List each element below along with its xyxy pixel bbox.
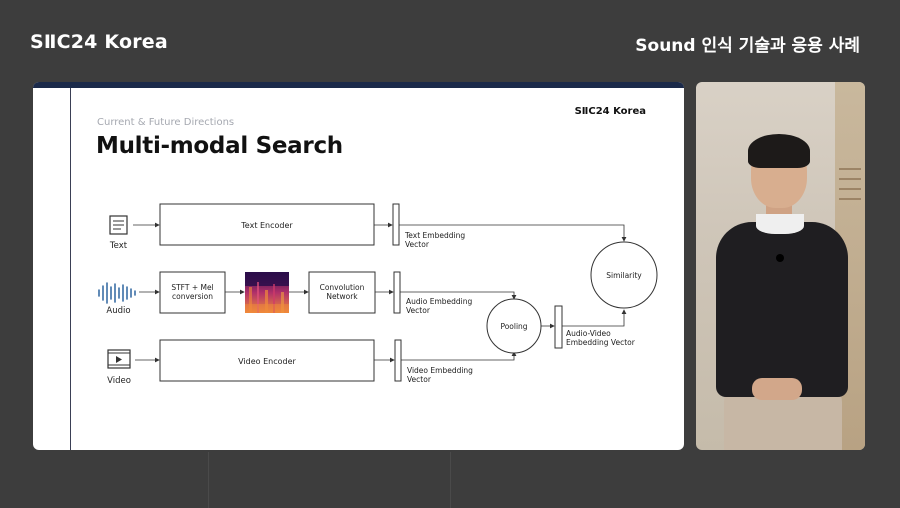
stft-label-1: STFT + Mel — [171, 283, 213, 292]
text-encoder-box — [159, 203, 375, 246]
slide-brand-logo: SⅡC24 Korea — [574, 106, 646, 117]
video-encoder-box — [159, 339, 375, 382]
stft-box — [159, 271, 226, 314]
conv-label-2: Network — [326, 292, 358, 301]
slide-title: Multi-modal Search — [96, 133, 343, 159]
text-embedding-label-2: Vector — [405, 240, 430, 249]
background-line — [208, 452, 209, 508]
audio-embedding-label-2: Vector — [406, 306, 431, 315]
speaker-hands — [752, 378, 802, 400]
video-embedding-label-2: Vector — [407, 375, 432, 384]
pooling-label: Pooling — [500, 322, 527, 331]
similarity-label: Similarity — [606, 271, 642, 280]
waveform-icon — [98, 282, 136, 304]
arrow-av-to-similarity — [562, 309, 627, 327]
convolution-network-box — [308, 271, 376, 314]
spectrogram-image — [245, 272, 289, 313]
speaker-collar — [756, 214, 804, 234]
video-encoder-label: Video Encoder — [238, 357, 296, 366]
video-embedding-vector — [394, 339, 402, 382]
arrow-audio-to-pooling — [400, 291, 517, 300]
stft-label-2: conversion — [172, 292, 213, 301]
speaker-video — [696, 82, 865, 450]
multimodal-diagram: Text Audio Video Text Encoder Text Embed… — [98, 203, 658, 386]
background-shelf — [839, 178, 861, 180]
text-encoder-label: Text Encoder — [240, 221, 293, 230]
text-embedding-vector — [392, 203, 400, 246]
speaker-hair — [748, 134, 810, 168]
lapel-mic-icon — [776, 254, 784, 262]
background-shelf — [839, 168, 861, 170]
arrow-text-to-similarity — [399, 224, 627, 242]
similarity-node — [590, 241, 658, 309]
slide-top-bar — [33, 82, 684, 88]
slide-subtitle: Current & Future Directions — [97, 117, 235, 128]
input-label-video: Video — [107, 376, 131, 386]
background-shelf — [839, 188, 861, 190]
av-embedding-label-1: Audio-Video — [566, 329, 611, 338]
av-embedding-label-2: Embedding Vector — [566, 338, 636, 347]
audio-embedding-vector — [393, 271, 401, 314]
arrow-video-to-pooling — [401, 351, 517, 361]
background-shelf — [839, 198, 861, 200]
video-embedding-label-1: Video Embedding — [407, 366, 473, 375]
conv-label-1: Convolution — [320, 283, 365, 292]
slide-vertical-rule — [70, 88, 71, 450]
speaker-sweater — [716, 222, 848, 397]
audio-video-embedding-vector — [554, 305, 563, 349]
background-line — [450, 452, 451, 508]
film-play-icon — [107, 349, 131, 369]
event-logo: SⅡC24 Korea — [30, 31, 168, 53]
presentation-slide: Current & Future Directions Multi-modal … — [33, 82, 684, 450]
input-label-audio: Audio — [106, 306, 130, 316]
text-embedding-label-1: Text Embedding — [404, 231, 465, 240]
input-label-text: Text — [109, 241, 128, 251]
audio-embedding-label-1: Audio Embedding — [406, 297, 472, 306]
document-icon — [109, 215, 128, 235]
session-title: Sound 인식 기술과 응용 사례 — [635, 36, 860, 56]
